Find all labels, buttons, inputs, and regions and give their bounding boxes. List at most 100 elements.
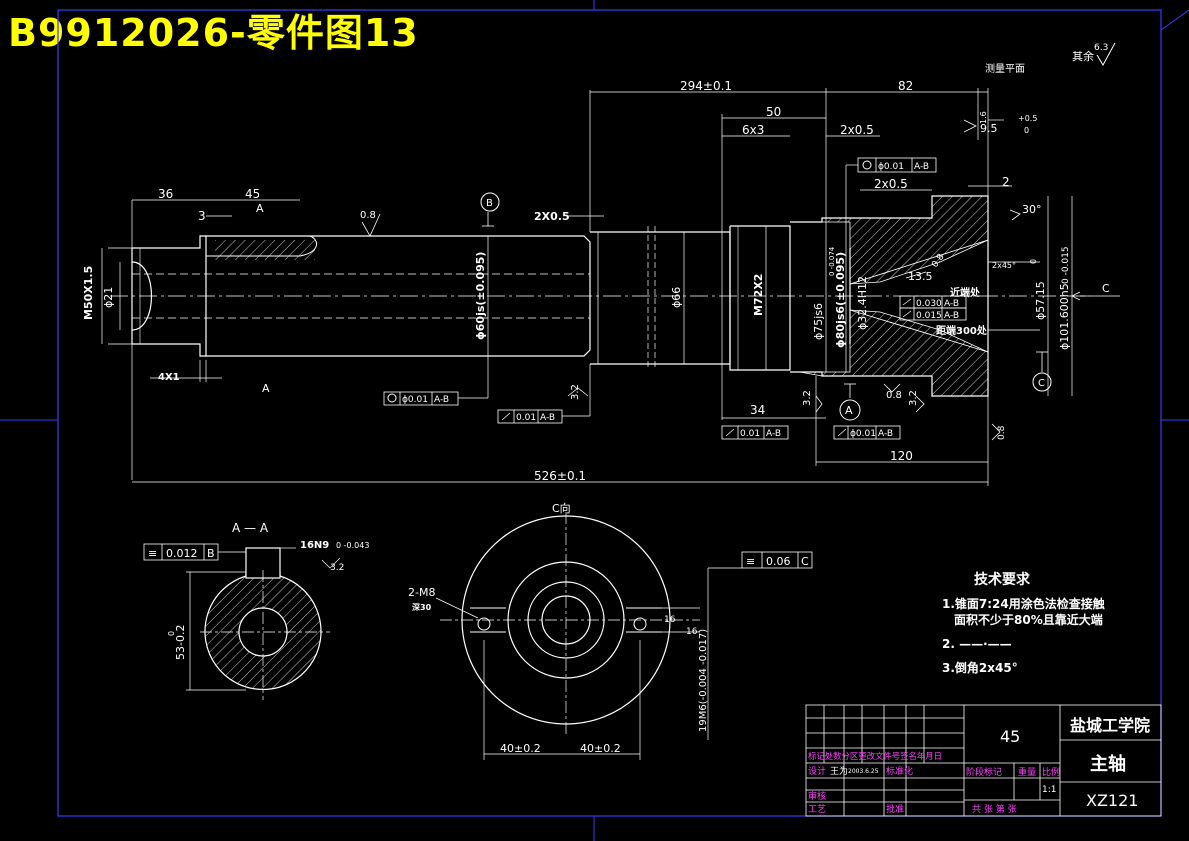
dim-phi57-tol: 0 <box>1029 259 1038 264</box>
dim-phi66: ϕ66 <box>670 287 683 308</box>
dim-34: 34 <box>750 403 765 417</box>
symmetry-icon-c: ≡ <box>746 555 755 568</box>
fcf-concentricity-top: ϕ0.01 A-B <box>845 157 937 222</box>
roughness-3-2-a: 3.2 <box>570 384 581 400</box>
dim-2: 2 <box>1002 175 1010 189</box>
sheets-label: 共 张 第 张 <box>972 803 1017 815</box>
dim-526: 526±0.1 <box>534 469 586 483</box>
dim-40-a: 40±0.2 <box>500 742 541 755</box>
fcf-concentricity-left-value: ϕ0.01 <box>402 395 428 405</box>
holes-2-m8: 2-M8 <box>408 586 435 599</box>
tech-line-2: 面积不少于80%且靠近大端 <box>954 612 1103 627</box>
view-c <box>435 512 742 760</box>
dim-19m6: 19M6(-0.004 -0.017) <box>698 629 709 732</box>
revision-header: 标记处数分区更改文件号签名年月日 <box>808 751 942 761</box>
dim-45: 45 <box>245 187 260 201</box>
fcf-concentricity-left-ref: A-B <box>434 395 449 405</box>
dim-82: 82 <box>898 79 913 93</box>
datum-b-label: B <box>486 198 493 209</box>
tech-line-1: 1.锥面7:24用涂色法检查接触 <box>942 596 1105 611</box>
weight-label: 重量 <box>1018 766 1036 778</box>
keyway-dim: 16N9 <box>300 540 329 551</box>
view-c-label: C向 <box>552 501 571 515</box>
fcf-runout-right-value: ϕ0.01 <box>850 429 876 439</box>
roughness-16-a: 16 <box>664 615 676 625</box>
section-a-top-marker: A <box>256 202 264 215</box>
fcf-runout-right: ϕ0.01 A-B <box>833 425 901 440</box>
dim-1-6: 1.6 <box>979 111 988 124</box>
tech-line-3: 2. ——·—— <box>942 637 1012 651</box>
section-depth-dim: 53-0.2 <box>174 625 187 660</box>
process-label: 工艺 <box>808 804 826 815</box>
section-depth-tol: 0 <box>167 631 176 636</box>
dim-13-5: 13.5 <box>908 270 933 283</box>
dim-294: 294±0.1 <box>680 79 732 93</box>
dim-3: 3 <box>198 209 206 223</box>
fcf-runout-030-ref: A-B <box>944 299 959 309</box>
dim-120: 120 <box>890 449 913 463</box>
fcf-runout-015-value: 0.015 <box>916 311 942 321</box>
dist-300-label: 距端300处 <box>936 324 988 337</box>
dim-phi101: ϕ101.600h5 <box>1058 283 1071 350</box>
fcf-runout-right-ref: A-B <box>878 429 893 439</box>
material: 45 <box>1000 727 1020 746</box>
roughness-3-2-b: 3.2 <box>802 390 813 406</box>
dim-phi101-tol: 0 -0.015 <box>1061 246 1071 284</box>
symbols-main <box>361 119 1120 441</box>
designer-name: 王为 <box>830 765 848 777</box>
fcf-runout-left-ref: A-B <box>540 413 555 423</box>
roughness-note-label: 其余 <box>1072 49 1094 63</box>
fcf-runout-030-value: 0.030 <box>916 299 942 309</box>
fcf-runout-mid-value: 0.01 <box>740 429 760 439</box>
dim-50: 50 <box>766 105 781 119</box>
roughness-default-value: 6.3 <box>1094 43 1108 53</box>
scale-label: 比例 <box>1042 766 1060 778</box>
roughness-0-8-a: 0.8 <box>360 210 376 221</box>
dim-4x1: 4X1 <box>158 372 180 383</box>
dim-36: 36 <box>158 187 173 201</box>
roughness-0-8-d: 0.8 <box>997 425 1007 440</box>
dim-m50: M50X1.5 <box>82 266 95 320</box>
near-big-end-label: 近端处 <box>950 286 981 299</box>
review-label: 审核 <box>808 790 826 802</box>
fcf-symmetry-c-value: 0.06 <box>766 555 791 568</box>
datum-c: C <box>1032 372 1052 392</box>
fcf-runout-left: 0.01 A-B <box>497 364 591 424</box>
technical-requirements: 技术要求 1.锥面7:24用涂色法检查接触 面积不少于80%且靠近大端 2. —… <box>942 571 1105 675</box>
dim-m72: M72X2 <box>752 274 765 316</box>
main-dimension-lines <box>101 88 1073 486</box>
dim-phi60: ϕ60js(±0.095) <box>474 252 487 340</box>
part-name: 主轴 <box>1090 753 1126 775</box>
dim-9-5-lower: 0 <box>1024 126 1029 135</box>
fcf-runout-left-value: 0.01 <box>516 413 536 423</box>
school-name: 盐城工学院 <box>1070 716 1150 735</box>
design-label: 设计 <box>808 765 826 777</box>
dim-chamfer-2x45: 2x45° <box>992 261 1016 270</box>
section-a-a-label: A — A <box>232 521 269 535</box>
roughness-note: 其余 6.3 <box>1072 42 1116 67</box>
fcf-concentricity-top-ref: A-B <box>914 162 929 172</box>
fcf-concentricity-left: ϕ0.01 A-B <box>383 356 489 406</box>
drawing-title: B9912026-零件图13 <box>8 11 419 55</box>
section-a-a: A — A 16N9 0 -0.043 3.2 ≡ 0.012 B 53-0.2… <box>143 521 369 700</box>
approve-label: 批准 <box>886 803 904 815</box>
shaft-main-view <box>110 195 1090 397</box>
dim-phi57: ϕ57.15 <box>1034 281 1047 320</box>
datum-b: B <box>480 192 500 212</box>
keyway-dim-tol: 0 -0.043 <box>336 541 369 550</box>
fcf-runout-015-ref: A-B <box>944 311 959 321</box>
fcf-symmetry-c <box>741 551 813 569</box>
view-c-text: C向 2-M8 深30 16 16 40±0.2 40±0.2 19M6(-0.… <box>408 501 813 755</box>
stage-label: 阶段标记 <box>966 766 1002 778</box>
fcf-runout-mid: 0.01 A-B <box>721 425 789 440</box>
datum-a-label: A <box>845 404 853 417</box>
tech-heading: 技术要求 <box>974 571 1031 588</box>
datum-c-label: C <box>1038 378 1045 389</box>
scale-value: 1:1 <box>1042 785 1056 795</box>
design-date: 2003.6.25 <box>848 768 879 775</box>
dim-2x0-5-a: 2x0.5 <box>840 123 874 137</box>
fcf-symmetry-section-value: 0.012 <box>166 547 198 560</box>
holes-depth: 深30 <box>412 602 432 612</box>
